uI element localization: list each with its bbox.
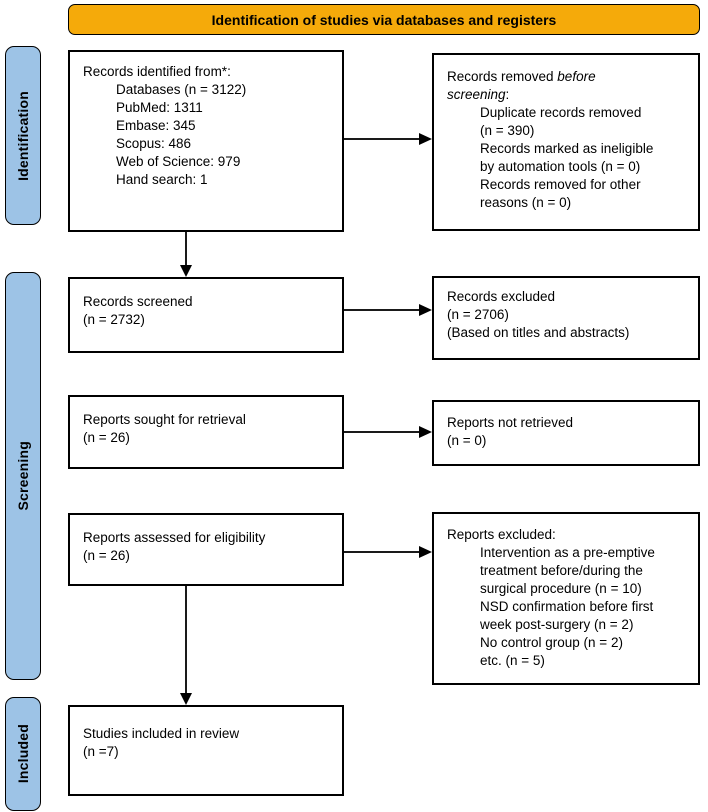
reports-not-retrieved-line2: (n = 0) (447, 432, 487, 448)
removed-item-other-reasons: Records removed for other reasons (n = 0… (480, 176, 641, 210)
identified-item-pubmed: PubMed: 1311 (116, 99, 203, 115)
records-identified-title: Records identified from*: (83, 64, 231, 79)
removed-item-automation: Records marked as ineligible by automati… (480, 140, 654, 174)
box-records-identified: Records identified from*: Databases (n =… (68, 50, 344, 232)
reports-excluded-item-intervention: Intervention as a pre-emptive treatment … (480, 544, 655, 596)
reports-not-retrieved-line1: Reports not retrieved (447, 415, 574, 430)
box-reports-assessed: Reports assessed for eligibility (n = 26… (68, 513, 344, 586)
reports-assessed-line2: (n = 26) (83, 547, 130, 563)
records-screened-line2: (n = 2732) (83, 311, 145, 327)
records-removed-title-italic-1: before (557, 69, 596, 84)
reports-excluded-item-nsd: NSD confirmation before first week post-… (480, 598, 654, 632)
records-removed-title-suffix: : (505, 86, 510, 102)
stage-identification-label: Identification (15, 90, 31, 181)
reports-excluded-title: Reports excluded: (447, 527, 556, 542)
records-removed-title-italic-2: screening (447, 86, 506, 102)
box-reports-excluded: Reports excluded: Intervention as a pre-… (432, 512, 700, 685)
reports-assessed-line1: Reports assessed for eligibility (83, 530, 266, 545)
reports-excluded-item-no-control: No control group (n = 2) (480, 634, 623, 650)
reports-excluded-item-etc: etc. (n = 5) (480, 652, 545, 668)
stage-identification: Identification (5, 46, 41, 225)
box-records-screened: Records screened (n = 2732) (68, 277, 344, 353)
identified-item-web-of-science: Web of Science: 979 (116, 153, 241, 169)
box-records-excluded: Records excluded (n = 2706) (Based on ti… (432, 276, 700, 360)
records-screened-line1: Records screened (83, 294, 193, 309)
records-excluded-line2: (n = 2706) (447, 306, 509, 322)
reports-sought-line2: (n = 26) (83, 429, 130, 445)
stage-screening: Screening (5, 272, 41, 680)
identified-item-scopus: Scopus: 486 (116, 135, 192, 151)
stage-included: Included (5, 697, 41, 811)
identified-item-embase: Embase: 345 (116, 117, 196, 133)
removed-item-duplicates: Duplicate records removed (n = 390) (480, 104, 642, 138)
box-reports-sought: Reports sought for retrieval (n = 26) (68, 395, 344, 469)
box-records-removed: Records removed before screening: Duplic… (432, 53, 700, 231)
box-reports-not-retrieved: Reports not retrieved (n = 0) (432, 400, 700, 466)
records-removed-title-normal: Records removed (447, 69, 558, 84)
reports-sought-line1: Reports sought for retrieval (83, 412, 246, 427)
records-removed-title: Records removed before screening: (447, 68, 692, 104)
studies-included-line1: Studies included in review (83, 726, 240, 741)
box-studies-included: Studies included in review (n =7) (68, 705, 344, 796)
records-excluded-line1: Records excluded (447, 289, 556, 304)
banner-identification-via-databases: Identification of studies via databases … (68, 4, 700, 35)
stage-screening-label: Screening (15, 441, 31, 511)
banner-label: Identification of studies via databases … (211, 11, 557, 28)
stage-included-label: Included (15, 724, 31, 784)
identified-item-databases: Databases (n = 3122) (116, 81, 247, 97)
identified-item-hand-search: Hand search: 1 (116, 171, 208, 187)
studies-included-line2: (n =7) (83, 743, 119, 759)
records-excluded-line3: (Based on titles and abstracts) (447, 324, 630, 340)
